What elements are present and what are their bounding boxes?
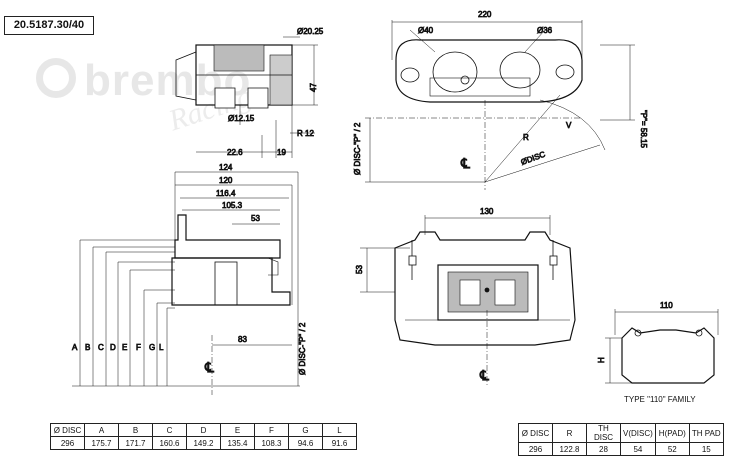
bottom-height-label: 53 — [355, 265, 364, 274]
pad-width-label: 110 — [660, 301, 673, 310]
piston1-label: Ø40 — [418, 26, 434, 35]
side-view: 124 120 116.4 105.3 53 83 A B C D E F G … — [72, 163, 307, 395]
side-disc-p-label: Ø DISC-"P" / 2 — [298, 322, 307, 375]
table-cell: 91.6 — [322, 436, 357, 450]
letter-label: E — [122, 343, 127, 352]
table-header-cell: F — [254, 423, 289, 437]
table-header-cell: G — [288, 423, 323, 437]
front-view: 220 Ø40 Ø36 "P"= 58.15 Ø DISC-"P" / 2 R … — [353, 10, 648, 190]
table-header-cell: B — [118, 423, 153, 437]
table-header-cell: L — [322, 423, 357, 437]
top-view: Ø20.25 47 Ø12.15 R 12 22.6 19 — [175, 27, 324, 158]
brand-logo-watermark — [36, 58, 76, 98]
table-cell: 28 — [586, 442, 621, 456]
side-dim-label: 105.3 — [222, 201, 243, 210]
table-header-cell: D — [186, 423, 221, 437]
offset-label: 22.6 — [227, 148, 243, 157]
table-header-row: Ø DISC R TH DISC V(DISC) H(PAD) TH PAD — [518, 423, 724, 443]
radius-label: R 12 — [297, 129, 314, 138]
table-cell: 296 — [50, 436, 85, 450]
letter-label: B — [85, 343, 90, 352]
letter-label: F — [136, 343, 141, 352]
table-header-cell: TH DISC — [586, 423, 621, 443]
pad-family-label: TYPE "110" FAMILY — [624, 395, 696, 404]
table-header-cell: R — [552, 423, 587, 443]
table-header-cell: C — [152, 423, 187, 437]
table-cell: 175.7 — [84, 436, 119, 450]
letter-label: C — [98, 343, 104, 352]
r-label: R — [523, 133, 529, 142]
dimension-table-left: Ø DISC A B C D E F G L 296 175.7 171.7 1… — [50, 423, 357, 450]
side-dim-label: 124 — [219, 163, 233, 172]
table-header-cell: V(DISC) — [620, 423, 656, 443]
letter-label: A — [72, 343, 78, 352]
table-cell: 94.6 — [288, 436, 323, 450]
table-cell: 52 — [654, 442, 690, 456]
table-header-cell: Ø DISC — [50, 423, 85, 437]
centerline-symbol: ℄ — [460, 155, 470, 171]
disc-p-label: Ø DISC-"P" / 2 — [353, 122, 362, 175]
bottom-centerline-symbol: ℄ — [479, 367, 489, 383]
v-label: V — [566, 121, 572, 130]
letter-label: G — [149, 343, 155, 352]
width-label: 19 — [277, 148, 286, 157]
table-header-cell: TH PAD — [688, 423, 724, 443]
bottom-width-label: 130 — [480, 207, 494, 216]
letter-label: D — [110, 343, 116, 352]
side-dim-label: 53 — [251, 214, 260, 223]
table-cell: 122.8 — [552, 442, 587, 456]
bolt-dia-label: Ø12.15 — [228, 114, 255, 123]
table-header-cell: Ø DISC — [518, 423, 553, 443]
side-dim-label: 83 — [238, 335, 247, 344]
pad-view: 110 H — [597, 301, 719, 384]
pad-h-label: H — [597, 357, 606, 363]
height-label: 47 — [309, 83, 318, 92]
table-cell: 15 — [688, 442, 724, 456]
side-dim-label: 120 — [219, 176, 233, 185]
letter-label: L — [159, 343, 164, 352]
side-centerline-symbol: ℄ — [204, 359, 214, 375]
table-cell: 160.6 — [152, 436, 187, 450]
piston2-label: Ø36 — [537, 26, 553, 35]
table-header-cell: A — [84, 423, 119, 437]
hole-dia-label: Ø20.25 — [297, 27, 324, 36]
bottom-view: 130 53 ℄ — [355, 207, 576, 385]
p-dimension-label: "P"= 58.15 — [639, 110, 648, 148]
table-header-cell: E — [220, 423, 255, 437]
table-cell: 54 — [620, 442, 656, 456]
table-row: 296 175.7 171.7 160.6 149.2 135.4 108.3 … — [50, 436, 357, 450]
table-cell: 171.7 — [118, 436, 153, 450]
table-header-cell: H(PAD) — [654, 423, 690, 443]
table-cell: 149.2 — [186, 436, 221, 450]
table-header-row: Ø DISC A B C D E F G L — [50, 423, 357, 437]
overall-width-label: 220 — [478, 10, 492, 19]
table-row: 296 122.8 28 54 52 15 — [518, 442, 724, 456]
dimension-table-right: Ø DISC R TH DISC V(DISC) H(PAD) TH PAD 2… — [518, 423, 724, 456]
part-number: 20.5187.30/40 — [4, 16, 94, 35]
side-dim-label: 116.4 — [216, 189, 236, 198]
table-cell: 296 — [518, 442, 553, 456]
table-cell: 108.3 — [254, 436, 289, 450]
disc-label: ØDISC — [520, 150, 547, 167]
table-cell: 135.4 — [220, 436, 255, 450]
